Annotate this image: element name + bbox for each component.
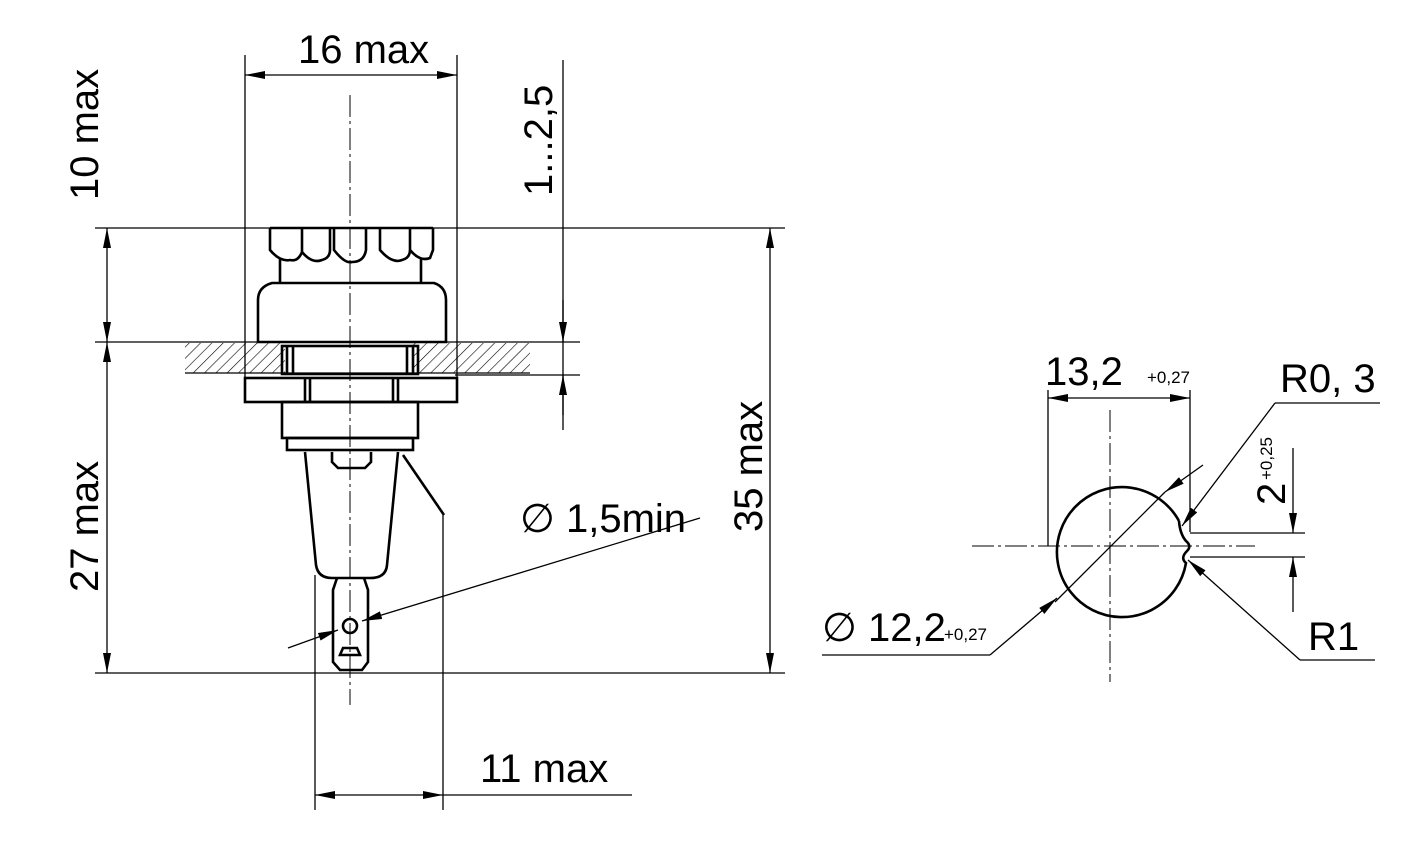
- dim-notch-tol: +0,25: [1257, 437, 1276, 480]
- dim-radius-label: R1: [1308, 615, 1359, 659]
- side-view: 16 max 10 max 27 max 35 max 1...2,5 11 m…: [63, 28, 785, 810]
- dim-notch-radius-label: R0, 3: [1280, 357, 1376, 401]
- dim-11max-label: 11 max: [480, 747, 608, 791]
- dim-diameter-tol: +0,27: [944, 625, 987, 644]
- panel-section: [413, 343, 530, 373]
- dim-width-label: 13,2: [1045, 350, 1123, 394]
- dim-width-tol: +0,27: [1147, 368, 1190, 387]
- cutout-outline: [1055, 485, 1191, 619]
- dim-27max-label: 27 max: [63, 461, 107, 592]
- dim-35max-label: 35 max: [727, 401, 771, 532]
- panel-cutout-view: 13,2 +0,27 ∅ 12,2 +0,27 R0, 3 R1 2 +0,25: [822, 350, 1380, 682]
- dim-notch-label: 2: [1250, 483, 1294, 505]
- panel-section: [185, 343, 285, 373]
- dim-hole-label: ∅ 1,5min: [520, 497, 686, 541]
- dim-panel-thickness-label: 1...2,5: [517, 85, 561, 196]
- dim-diameter-label: ∅ 12,2: [822, 606, 946, 650]
- fuse-holder-body: [243, 226, 459, 672]
- dim-16max-label: 16 max: [298, 28, 429, 72]
- dim-10max-label: 10 max: [63, 69, 107, 200]
